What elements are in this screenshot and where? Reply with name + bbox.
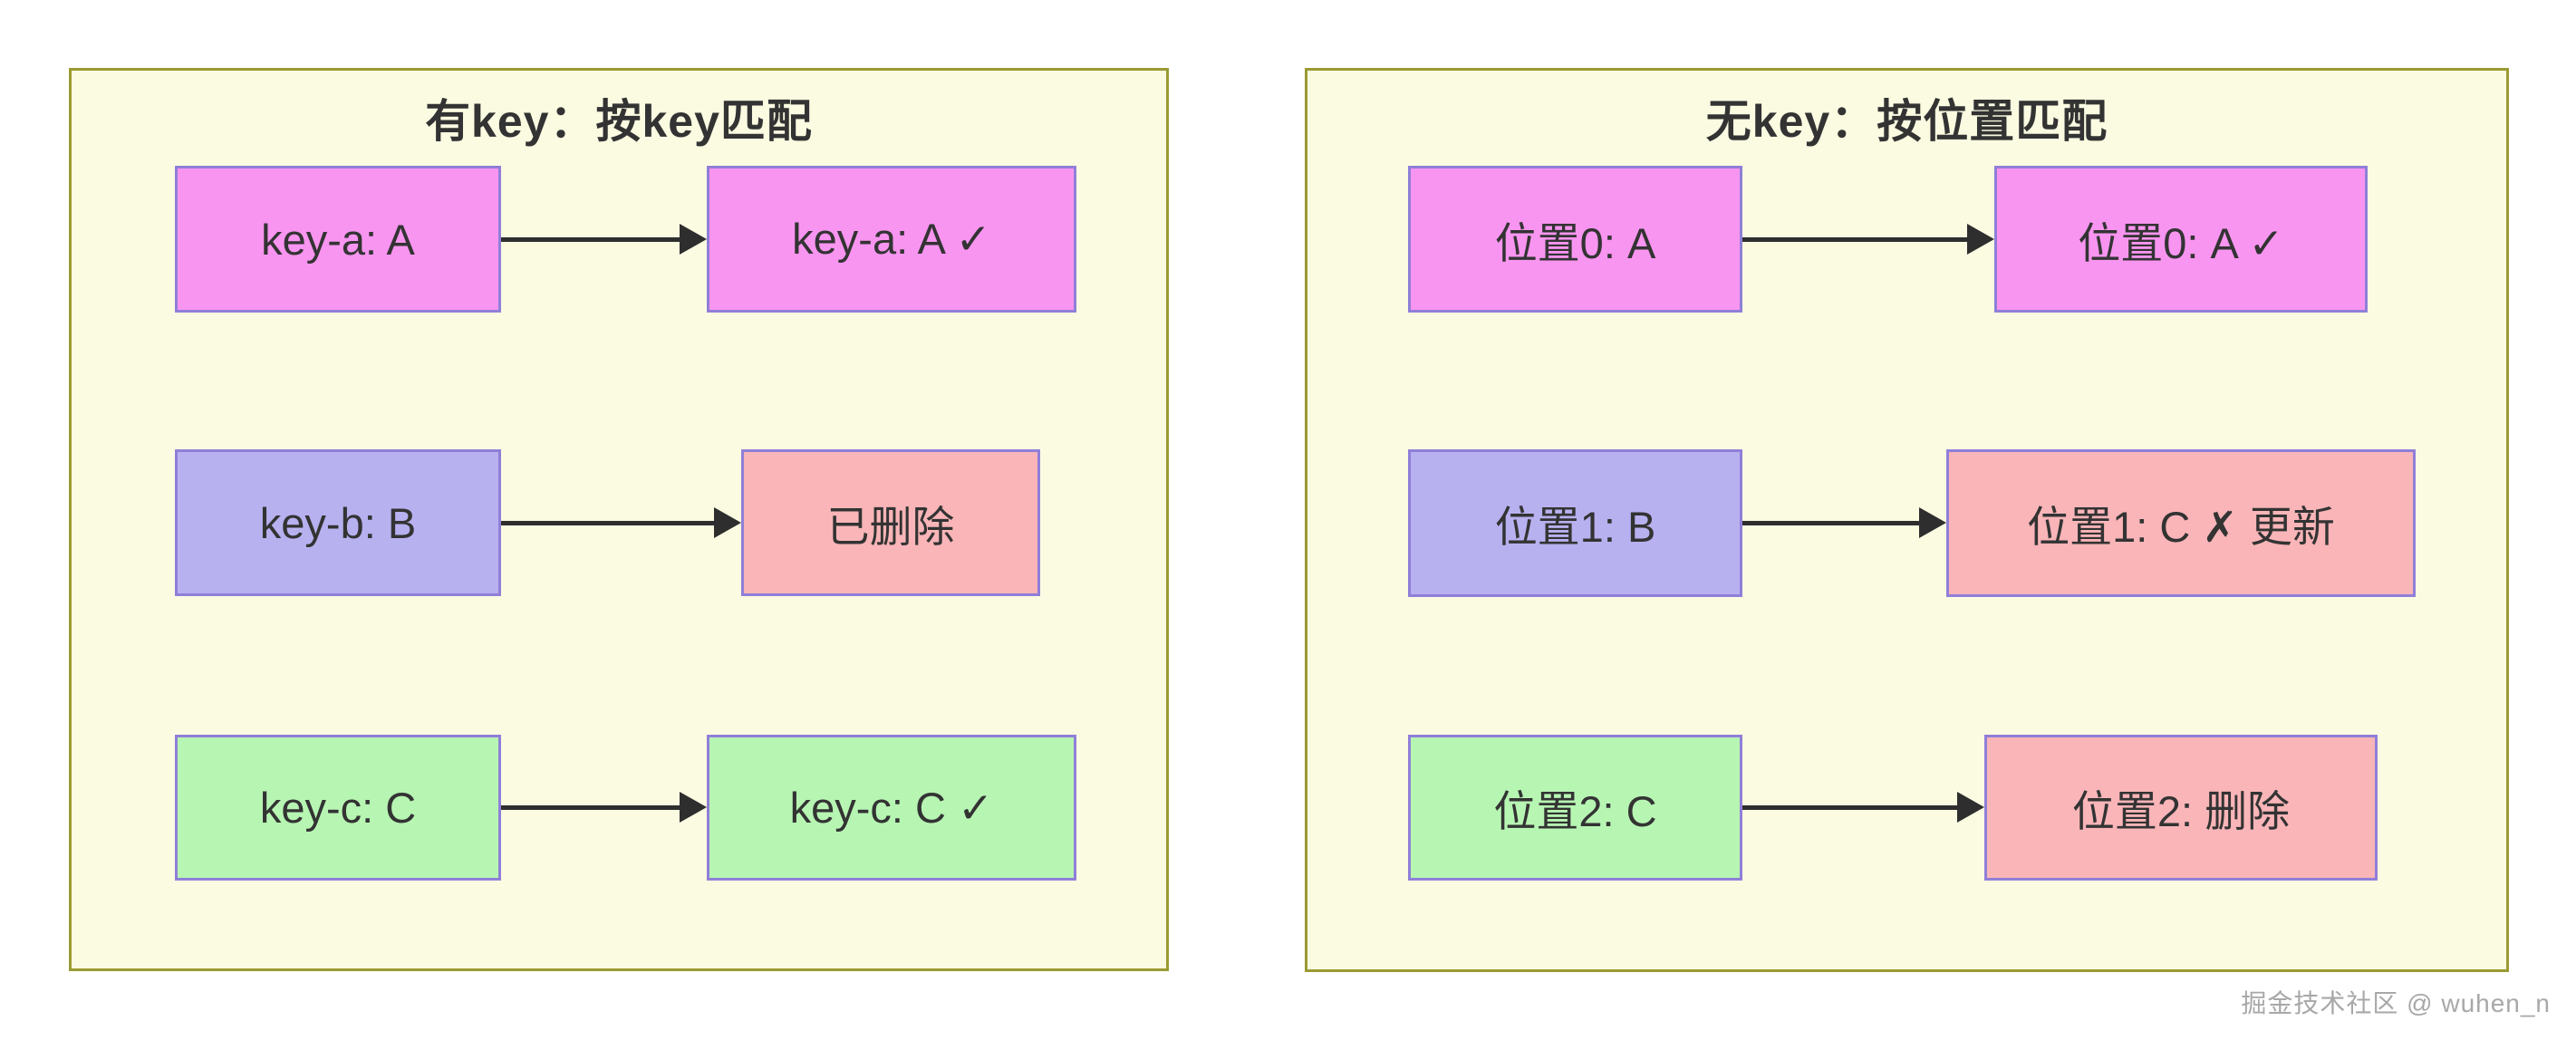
node-key-c-result: key-c: C ✓ xyxy=(707,735,1076,881)
panel-with-key-title: 有key：按key匹配 xyxy=(425,96,813,147)
node-pos-0-source: 位置0: A xyxy=(1408,166,1742,313)
arrow-line xyxy=(501,236,680,242)
arrow-line xyxy=(1742,804,1957,810)
arrow-head-icon xyxy=(714,507,741,538)
panel-without-key-title: 无key：按位置匹配 xyxy=(1705,96,2108,147)
arrow-line xyxy=(1742,236,1967,242)
node-pos-1-source: 位置1: B xyxy=(1408,449,1742,597)
node-pos-2-result: 位置2: 删除 xyxy=(1984,735,2378,881)
panel-with-key: 有key：按key匹配 key-a: A key-a: A ✓ key-b: B… xyxy=(69,68,1169,971)
arrow-head-icon xyxy=(680,224,707,255)
arrow-head-icon xyxy=(1957,792,1984,823)
node-key-b-result: 已删除 xyxy=(741,449,1040,596)
arrow-head-icon xyxy=(1919,507,1946,538)
arrow-connector xyxy=(1742,223,1994,255)
arrow-head-icon xyxy=(680,792,707,823)
node-key-a-source: key-a: A xyxy=(175,166,501,313)
arrow-line xyxy=(501,804,680,810)
arrow-connector xyxy=(1742,506,1946,539)
arrow-connector xyxy=(501,506,741,539)
arrow-line xyxy=(1742,520,1919,525)
arrow-connector xyxy=(501,223,707,255)
panel-without-key: 无key：按位置匹配 位置0: A 位置0: A ✓ 位置1: B 位置1: C… xyxy=(1305,68,2509,972)
node-key-a-result: key-a: A ✓ xyxy=(707,166,1076,313)
arrow-head-icon xyxy=(1967,224,1994,255)
watermark-text: 掘金技术社区 @ wuhen_n xyxy=(2241,989,2551,1017)
node-pos-1-result: 位置1: C ✗ 更新 xyxy=(1946,449,2416,597)
arrow-connector xyxy=(1742,791,1984,823)
node-pos-0-result: 位置0: A ✓ xyxy=(1994,166,2368,313)
node-key-b-source: key-b: B xyxy=(175,449,501,596)
node-key-c-source: key-c: C xyxy=(175,735,501,881)
arrow-line xyxy=(501,520,714,525)
node-pos-2-source: 位置2: C xyxy=(1408,735,1742,881)
arrow-connector xyxy=(501,791,707,823)
